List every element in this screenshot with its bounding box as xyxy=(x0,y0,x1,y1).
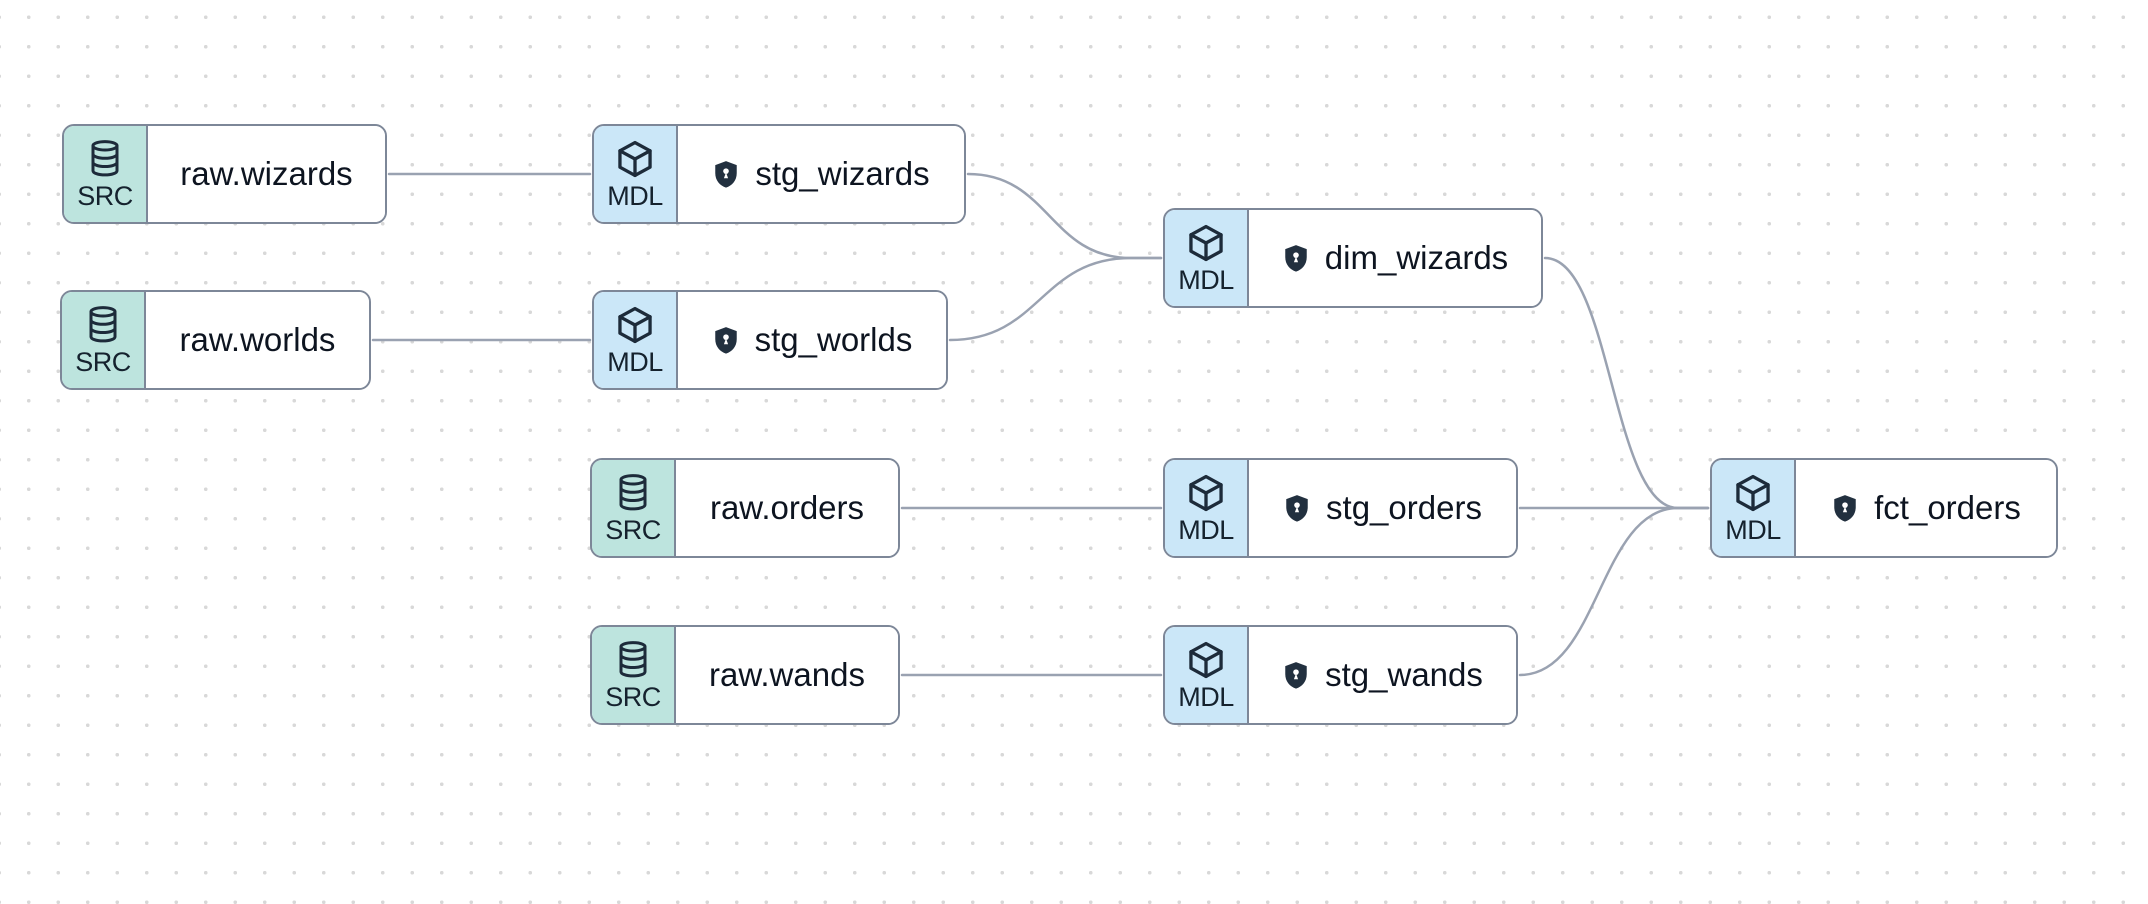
badge-label: MDL xyxy=(1178,682,1234,712)
database-icon xyxy=(615,639,651,681)
node-body: raw.wands xyxy=(676,627,898,723)
model-badge: MDL xyxy=(1165,627,1249,723)
source-badge: SRC xyxy=(62,292,146,388)
model-badge: MDL xyxy=(594,126,678,222)
badge-label: SRC xyxy=(605,682,661,712)
edge-dim_wizards-to-fct_orders xyxy=(1543,256,1710,510)
node-stg_orders[interactable]: MDL stg_orders xyxy=(1163,458,1518,558)
node-label: dim_wizards xyxy=(1324,239,1509,276)
source-badge: SRC xyxy=(592,460,676,556)
cube-icon xyxy=(1185,472,1227,514)
node-body: dim_wizards xyxy=(1249,210,1541,306)
edge-stg_wizards-to-dim_wizards xyxy=(966,172,1163,260)
node-label: raw.wands xyxy=(709,656,865,693)
node-body: raw.worlds xyxy=(146,292,369,388)
model-badge: MDL xyxy=(1165,210,1249,306)
node-body: stg_wands xyxy=(1249,627,1516,723)
node-stg_wizards[interactable]: MDL stg_wizards xyxy=(592,124,966,224)
shield-lock-icon xyxy=(1282,243,1310,274)
cube-icon xyxy=(1732,472,1774,514)
badge-label: MDL xyxy=(1725,515,1781,545)
cube-icon xyxy=(1185,639,1227,681)
source-badge: SRC xyxy=(592,627,676,723)
node-raw_orders[interactable]: SRC raw.orders xyxy=(590,458,900,558)
node-raw_wands[interactable]: SRC raw.wands xyxy=(590,625,900,725)
badge-label: SRC xyxy=(605,515,661,545)
node-label: stg_worlds xyxy=(754,321,913,358)
database-icon xyxy=(615,472,651,514)
node-label: stg_wands xyxy=(1325,656,1483,693)
node-body: raw.wizards xyxy=(148,126,385,222)
shield-lock-icon xyxy=(1283,493,1311,524)
shield-lock-icon xyxy=(1831,493,1859,524)
model-badge: MDL xyxy=(1165,460,1249,556)
database-icon xyxy=(85,304,121,346)
node-raw_worlds[interactable]: SRC raw.worlds xyxy=(60,290,371,390)
cube-icon xyxy=(1185,222,1227,264)
node-body: stg_orders xyxy=(1249,460,1516,556)
node-body: stg_worlds xyxy=(678,292,946,388)
database-icon xyxy=(87,138,123,180)
shield-lock-icon xyxy=(712,325,740,356)
node-raw_wizards[interactable]: SRC raw.wizards xyxy=(62,124,387,224)
node-label: stg_wizards xyxy=(755,155,930,192)
node-label: stg_orders xyxy=(1326,489,1482,526)
node-label: raw.worlds xyxy=(179,321,336,358)
model-badge: MDL xyxy=(1712,460,1796,556)
edge-stg_wands-to-fct_orders xyxy=(1518,506,1710,677)
node-label: raw.orders xyxy=(709,489,865,526)
node-stg_wands[interactable]: MDL stg_wands xyxy=(1163,625,1518,725)
node-body: fct_orders xyxy=(1796,460,2056,556)
cube-icon xyxy=(614,138,656,180)
cube-icon xyxy=(614,304,656,346)
shield-lock-icon xyxy=(1282,660,1310,691)
badge-label: MDL xyxy=(607,347,663,377)
badge-label: MDL xyxy=(1178,265,1234,295)
badge-label: SRC xyxy=(77,181,133,211)
edge-stg_worlds-to-dim_wizards xyxy=(948,256,1163,342)
badge-label: SRC xyxy=(75,347,131,377)
node-body: stg_wizards xyxy=(678,126,964,222)
node-stg_worlds[interactable]: MDL stg_worlds xyxy=(592,290,948,390)
badge-label: MDL xyxy=(1178,515,1234,545)
node-fct_orders[interactable]: MDL fct_orders xyxy=(1710,458,2058,558)
badge-label: MDL xyxy=(607,181,663,211)
source-badge: SRC xyxy=(64,126,148,222)
shield-lock-icon xyxy=(712,159,740,190)
node-label: raw.wizards xyxy=(180,155,353,192)
node-label: fct_orders xyxy=(1874,489,2021,526)
node-dim_wizards[interactable]: MDL dim_wizards xyxy=(1163,208,1543,308)
model-badge: MDL xyxy=(594,292,678,388)
node-body: raw.orders xyxy=(676,460,898,556)
